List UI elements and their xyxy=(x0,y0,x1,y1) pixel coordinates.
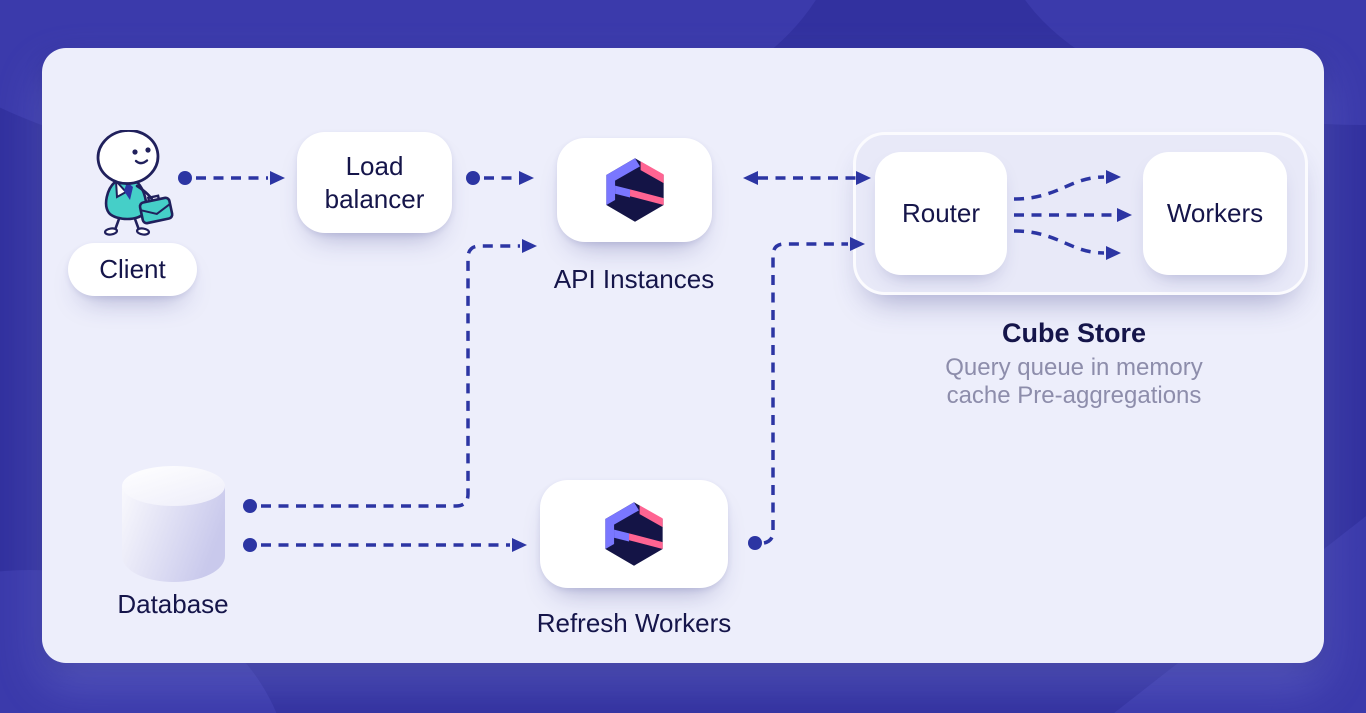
cube-store-subtitle-line2: cache Pre-aggregations xyxy=(946,382,1202,409)
arrowhead-icon xyxy=(743,171,758,185)
node-refresh-workers xyxy=(540,480,728,588)
arrowhead-icon xyxy=(519,171,534,185)
cube-store-subtitle-line1: Query queue in memory xyxy=(945,354,1203,381)
connector-client-to-load-balancer xyxy=(178,171,285,185)
diagram-panel: Client Load balancer API Instances Route… xyxy=(42,48,1324,663)
node-workers: Workers xyxy=(1143,152,1287,275)
arrowhead-icon xyxy=(270,171,285,185)
refresh-workers-label: Refresh Workers xyxy=(536,608,732,638)
origin-dot xyxy=(243,499,257,513)
node-router: Router xyxy=(875,152,1007,275)
database-cylinder-icon xyxy=(122,466,225,582)
arrowhead-icon xyxy=(512,538,527,552)
node-api-instances xyxy=(557,138,712,242)
cube-logo-icon xyxy=(605,158,664,222)
cube-store-subtitle: Query queue in memory cache Pre-aggregat… xyxy=(924,354,1224,410)
api-instances-label: API Instances xyxy=(553,264,715,294)
origin-dot xyxy=(748,536,762,550)
person-with-briefcase-icon xyxy=(96,130,174,236)
connector-database-to-refresh-workers xyxy=(243,538,527,552)
load-balancer-label: Load balancer xyxy=(324,150,425,214)
connector-api-instances-cube-store-bidirectional xyxy=(743,171,871,185)
client-label: Client xyxy=(99,254,166,284)
database-label: Database xyxy=(117,589,229,619)
cube-logo-icon xyxy=(605,502,663,566)
origin-dot xyxy=(243,538,257,552)
node-client: Client xyxy=(68,243,197,296)
router-label: Router xyxy=(901,198,981,228)
origin-dot xyxy=(466,171,480,185)
workers-label: Workers xyxy=(1166,198,1264,228)
connector-load-balancer-to-api-instances xyxy=(466,171,534,185)
node-cube-store: Router Workers xyxy=(853,132,1308,295)
node-load-balancer: Load balancer xyxy=(297,132,452,233)
cube-store-title: Cube Store xyxy=(1001,318,1147,348)
arrowhead-icon xyxy=(522,239,537,253)
